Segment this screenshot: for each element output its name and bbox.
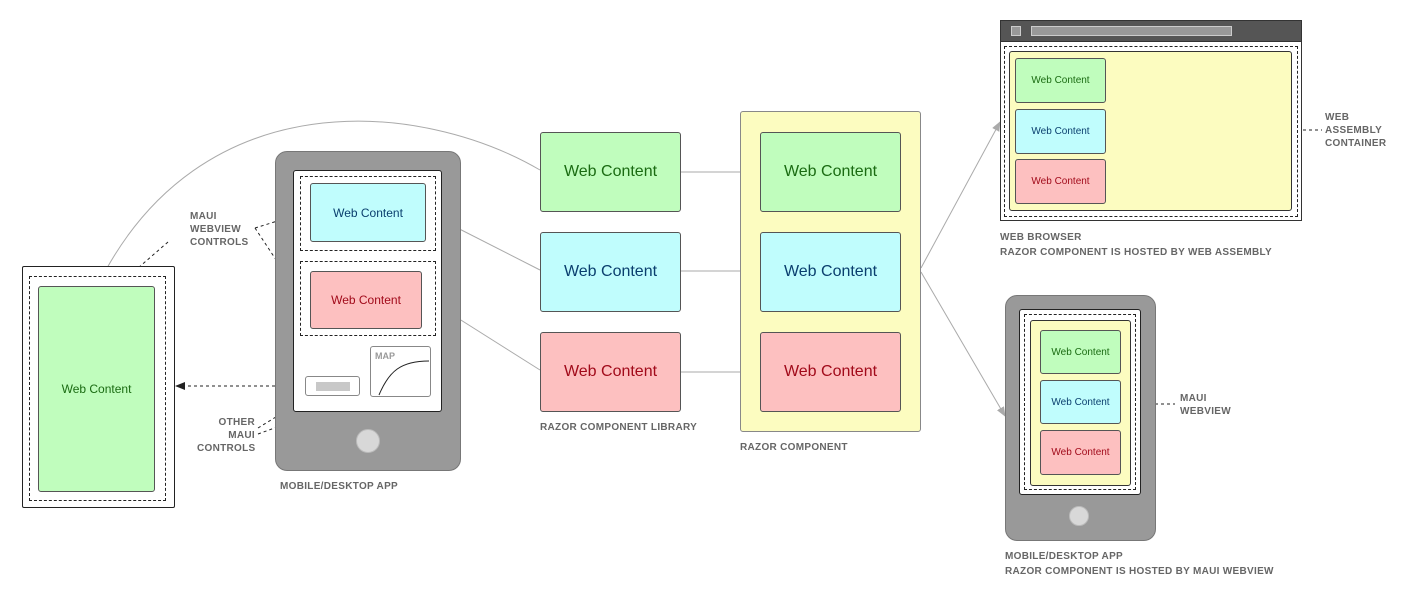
mobile-desktop-app-label-2: MOBILE/DESKTOP APP — [1005, 551, 1124, 562]
maui-webview-controls-label: MAUI WEBVIEW CONTROLS — [190, 211, 249, 248]
home-button-2[interactable] — [1069, 506, 1089, 526]
library-web-content-green[interactable]: Web Content — [540, 132, 681, 212]
hosted-by-maui-webview-label: RAZOR COMPONENT IS HOSTED BY MAUI WEBVIE… — [1005, 566, 1274, 577]
maui-webview-label: MAUI WEBVIEW — [1180, 393, 1231, 417]
button-placeholder — [315, 381, 350, 391]
library-web-content-red[interactable]: Web Content — [540, 332, 681, 412]
razor-component-label: RAZOR COMPONENT — [740, 442, 848, 453]
mobile-desktop-app-label: MOBILE/DESKTOP APP — [280, 481, 399, 492]
browser-web-content-green[interactable]: Web Content — [1015, 58, 1106, 103]
library-web-content-cyan[interactable]: Web Content — [540, 232, 681, 312]
leader-webview-controls-to-standalone — [129, 241, 169, 276]
arrow-component-to-mobile — [920, 271, 1006, 417]
web-assembly-container — [1004, 46, 1298, 217]
map-label: MAP — [375, 351, 395, 361]
browser-title-bar — [1000, 20, 1302, 42]
maui-web-content-green[interactable]: Web Content — [1040, 330, 1121, 374]
maui-webview-container — [1024, 314, 1136, 490]
app-web-content-cyan[interactable]: Web Content — [310, 183, 426, 242]
web-assembly-container-label: WEB ASSEMBLY CONTAINER — [1325, 112, 1387, 149]
standalone-webview-container — [29, 276, 166, 501]
maui-web-content-red[interactable]: Web Content — [1040, 430, 1121, 475]
maui-web-content-cyan[interactable]: Web Content — [1040, 380, 1121, 424]
home-button[interactable] — [356, 429, 380, 453]
web-browser-label: WEB BROWSER — [1000, 232, 1082, 243]
map-curve-icon — [378, 360, 430, 396]
browser-address-bar[interactable] — [1031, 26, 1232, 36]
standalone-web-content[interactable]: Web Content — [38, 286, 155, 492]
browser-window-button[interactable] — [1011, 26, 1021, 36]
webview-container-red — [300, 261, 436, 336]
razor-component-library-label: RAZOR COMPONENT LIBRARY — [540, 422, 698, 433]
leader-webview-controls-to-cyan — [254, 213, 301, 229]
app-web-content-red[interactable]: Web Content — [310, 271, 422, 329]
webview-container-cyan — [300, 176, 436, 251]
hosted-by-web-assembly-label: RAZOR COMPONENT IS HOSTED BY WEB ASSEMBL… — [1000, 247, 1272, 258]
component-web-content-red[interactable]: Web Content — [760, 332, 901, 412]
arc-arrow-to-standalone-view — [97, 120, 541, 286]
component-web-content-green[interactable]: Web Content — [760, 132, 901, 212]
browser-web-content-red[interactable]: Web Content — [1015, 159, 1106, 204]
other-maui-controls-label: OTHER MAUI CONTROLS — [197, 417, 256, 454]
browser-web-content-cyan[interactable]: Web Content — [1015, 109, 1106, 154]
component-web-content-cyan[interactable]: Web Content — [760, 232, 901, 312]
maui-native-button[interactable] — [305, 376, 360, 396]
arrow-component-to-browser — [920, 121, 1001, 269]
maui-map-control[interactable]: MAP — [370, 346, 431, 397]
